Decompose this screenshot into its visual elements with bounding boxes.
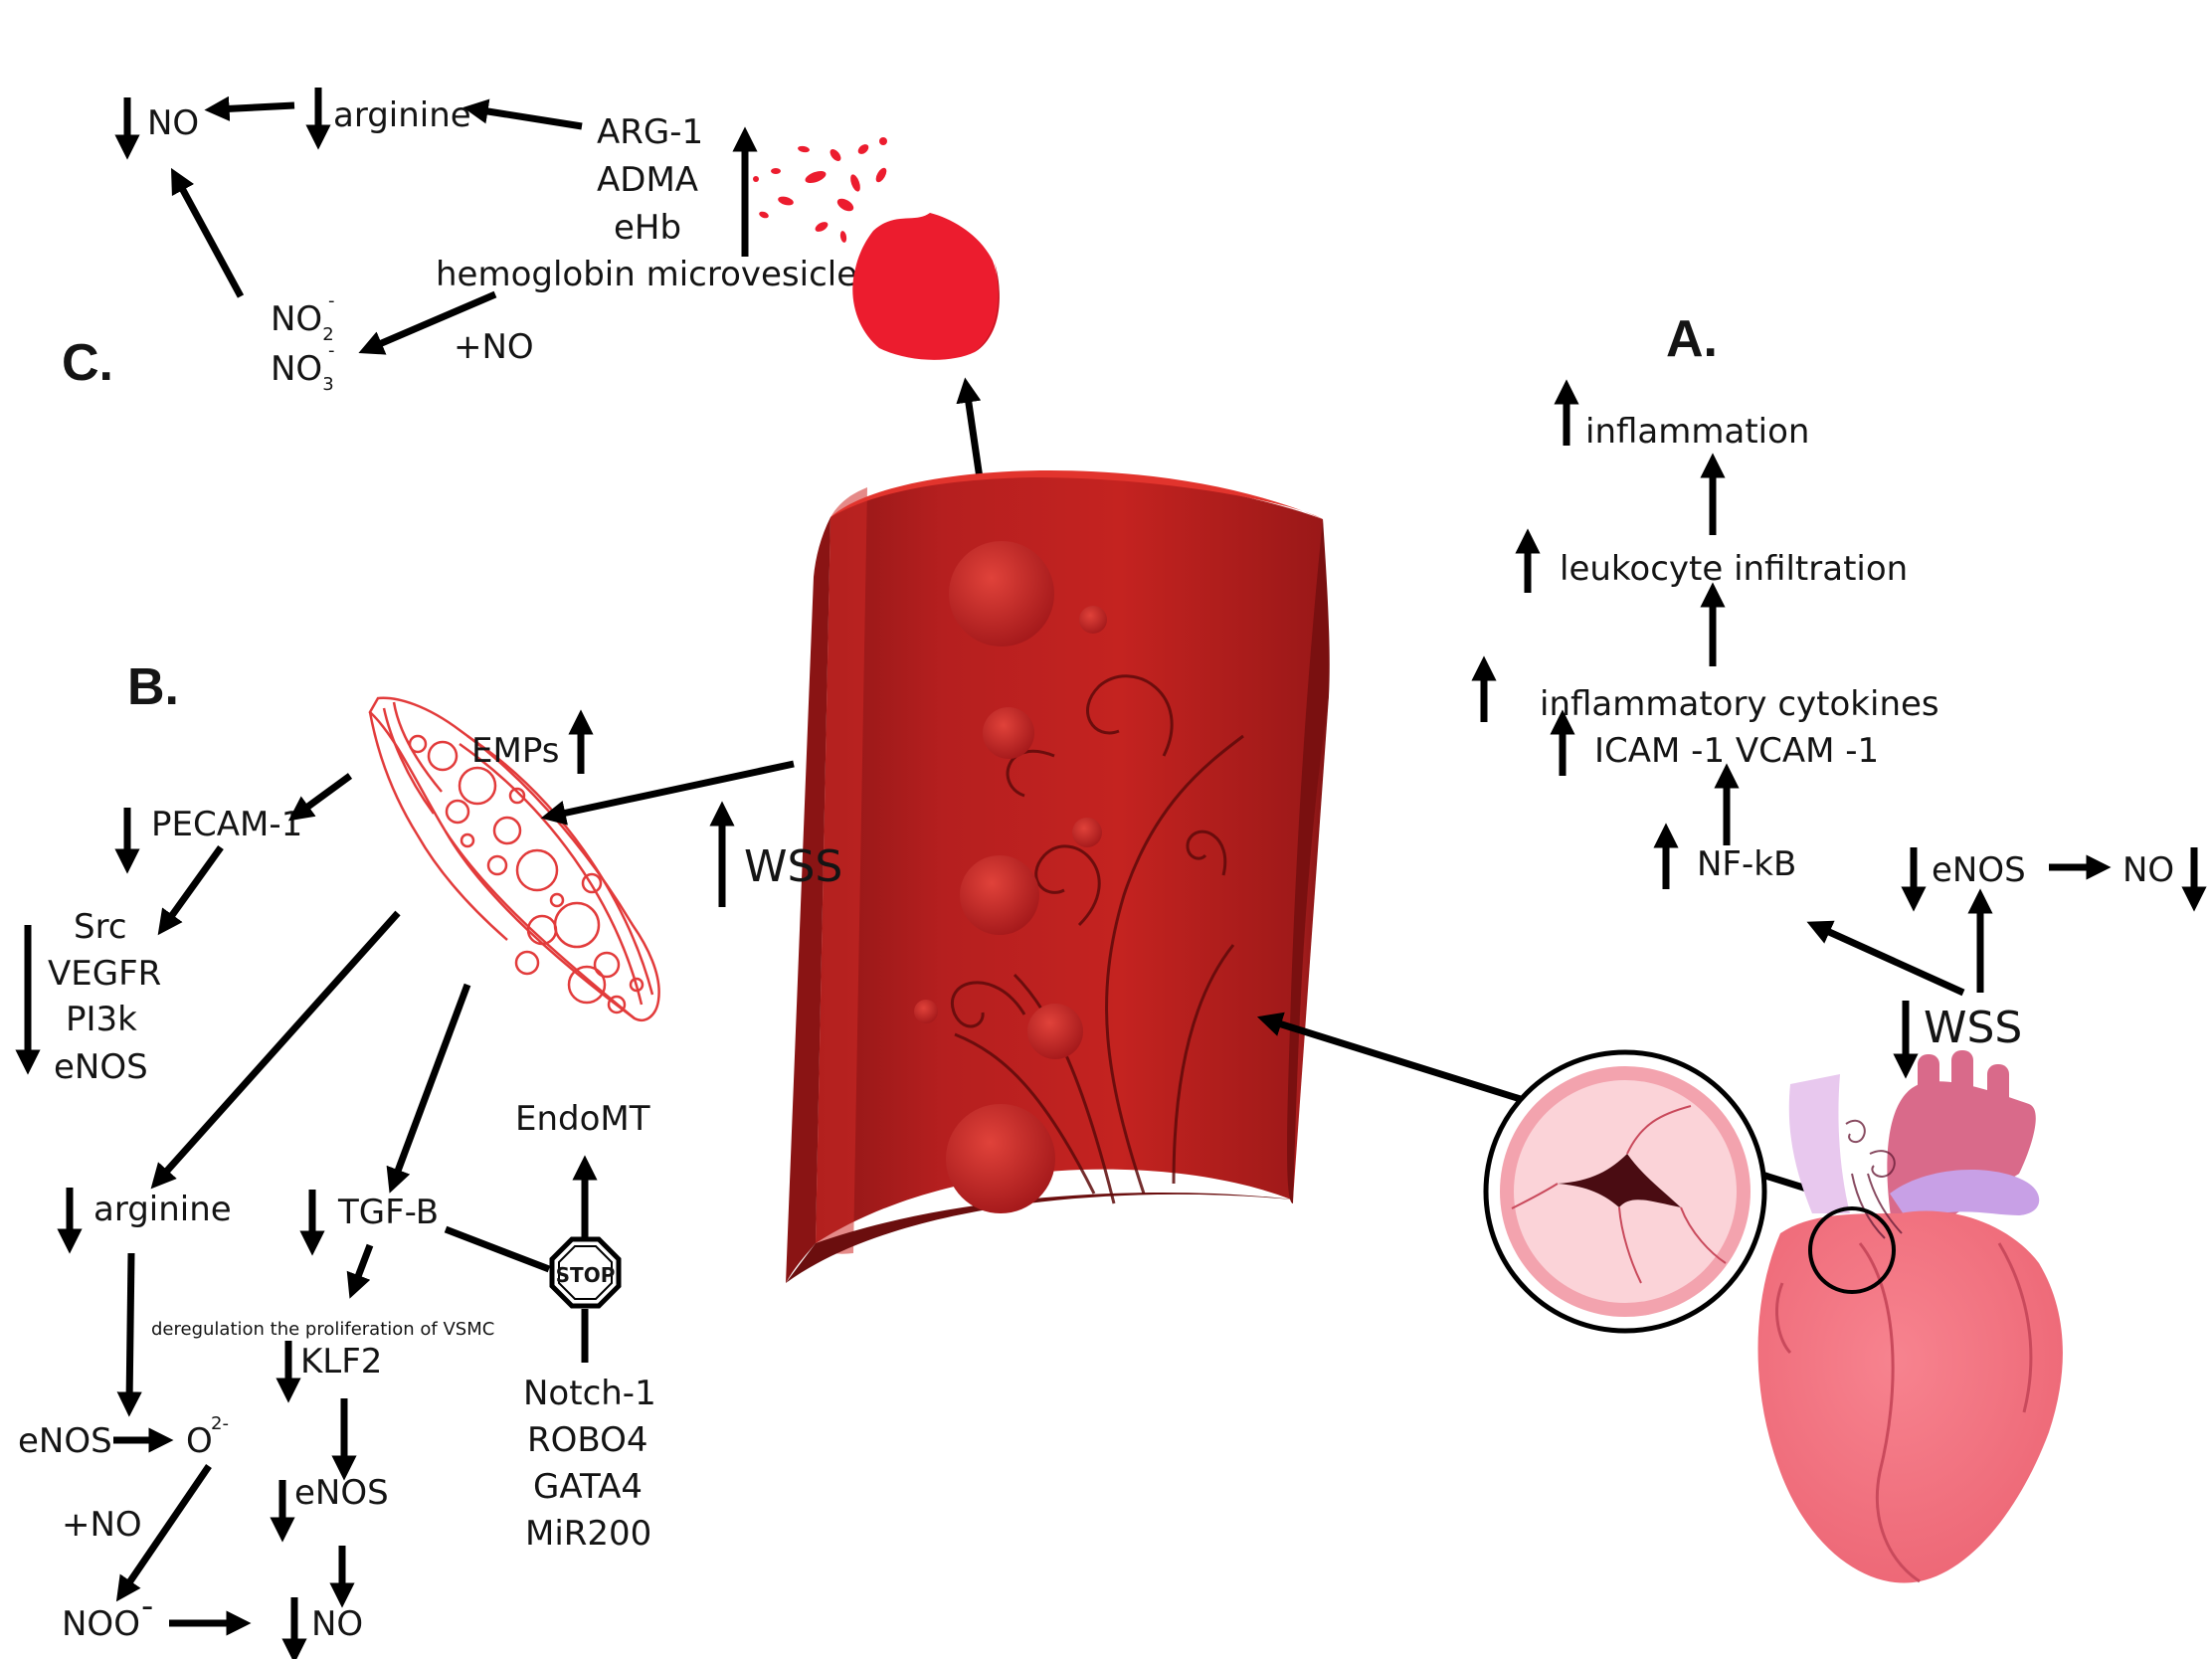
b-enos-left-label: eNOS — [18, 1421, 112, 1461]
c-ehb-label: eHb — [614, 208, 681, 248]
a-inflammation-label: inflammation — [1585, 412, 1809, 452]
c-arrow-arg1-to-arginine — [462, 98, 583, 130]
section-c-label: C. — [62, 334, 113, 392]
b-o2-sup: 2- — [211, 1413, 229, 1434]
a-icam-label: ICAM -1 VCAM -1 — [1594, 731, 1879, 771]
b-arginine-label: arginine — [93, 1190, 232, 1229]
b-enos-mid-label: eNOS — [294, 1473, 389, 1513]
section-a-label: A. — [1666, 310, 1718, 368]
b-robo4-label: ROBO4 — [527, 1420, 648, 1460]
a-arrow-wss-to-nfkb — [1806, 920, 1965, 997]
b-endomt-label: EndoMT — [515, 1099, 650, 1139]
b-pecam-label: PECAM-1 — [151, 805, 302, 844]
ruptured-rbc-icon — [753, 137, 1000, 360]
a-enos-label: eNOS — [1932, 850, 2026, 890]
c-no-label: NO — [147, 103, 199, 143]
b-vsmc-label: deregulation the proliferation of VSMC — [151, 1319, 494, 1340]
c-no2-label: NO2 — [271, 299, 334, 345]
c-adma-label: ADMA — [597, 160, 698, 200]
c-arg1-label: ARG-1 — [597, 112, 703, 152]
b-mir200-label: MiR200 — [525, 1514, 651, 1554]
b-notch-label: Notch-1 — [523, 1374, 656, 1413]
stop-sign-label: STOP — [556, 1263, 616, 1287]
b-arrow-pecam-to-src — [157, 844, 224, 936]
b-plus-no-label: +NO — [62, 1505, 142, 1545]
a-no-label: NO — [2122, 850, 2174, 890]
b-klf2-label: KLF2 — [300, 1342, 382, 1382]
vessel-cross-section-icon — [368, 696, 660, 1021]
blood-vessel-illustration — [786, 469, 1330, 1283]
section-b: EMPs PECAM-1 Src VEGFR PI3k eNOS arginin… — [15, 696, 795, 1659]
c-no3-sup: - — [328, 340, 335, 361]
section-a: inflammation leukocyte infiltration infl… — [1256, 379, 2207, 1196]
b-noo-sup: - — [141, 1586, 153, 1626]
c-arrow-no2-to-no — [170, 167, 245, 298]
b-vegfr-label: VEGFR — [48, 954, 161, 994]
b-noo-label: NOO — [62, 1604, 140, 1644]
c-no2-sup: - — [328, 290, 335, 311]
arrow-vessel-to-b — [540, 760, 795, 826]
b-tgfb-label: TGF-B — [337, 1193, 439, 1232]
b-gata4-label: GATA4 — [533, 1467, 643, 1507]
b-pi3k-label: PI3k — [66, 1000, 137, 1039]
stop-sign-icon: STOP — [549, 1236, 622, 1309]
b-src-label: Src — [74, 907, 127, 947]
b-arrow-vessel-to-tgfb — [386, 983, 471, 1194]
valve-magnifier-icon — [1483, 1049, 1767, 1334]
b-arrow-vessel-to-arginine — [150, 910, 401, 1190]
c-plus-no-label: +NO — [454, 327, 534, 367]
center-wss-label: WSS — [744, 841, 842, 892]
c-arrow-arginine-to-no — [204, 95, 295, 121]
c-hemoglobin-label: hemoglobin microvesicles — [436, 255, 875, 294]
b-emps-label: EMPs — [471, 731, 559, 771]
a-leukocyte-label: leukocyte infiltration — [1560, 549, 1908, 589]
b-arrow-o2-to-noo — [115, 1464, 212, 1602]
b-arrow-vessel-to-pecam — [287, 773, 353, 822]
b-arrow-arginine-to-o2 — [116, 1252, 142, 1417]
c-arrow-hemoglobin-to-no2 — [358, 290, 497, 355]
c-no3-label: NO3 — [271, 349, 334, 395]
b-line-tgfb-to-stop — [444, 1225, 551, 1273]
b-o2-label: O — [186, 1421, 213, 1461]
a-cytokines-label: inflammatory cytokines — [1540, 684, 1939, 724]
heart-icon — [1757, 1050, 2063, 1583]
section-b-label: B. — [127, 658, 179, 716]
b-no-label: NO — [311, 1604, 363, 1644]
a-wss-label: WSS — [1924, 1003, 2022, 1053]
b-enos-list-label: eNOS — [54, 1047, 148, 1087]
c-arginine-label: arginine — [333, 95, 471, 135]
b-arrow-tgfb-to-vsmc — [346, 1243, 374, 1299]
section-c: NO arginine ARG-1 ADMA eHb hemoglobin mi… — [114, 88, 1000, 513]
a-nfkb-label: NF-kB — [1697, 844, 1796, 884]
